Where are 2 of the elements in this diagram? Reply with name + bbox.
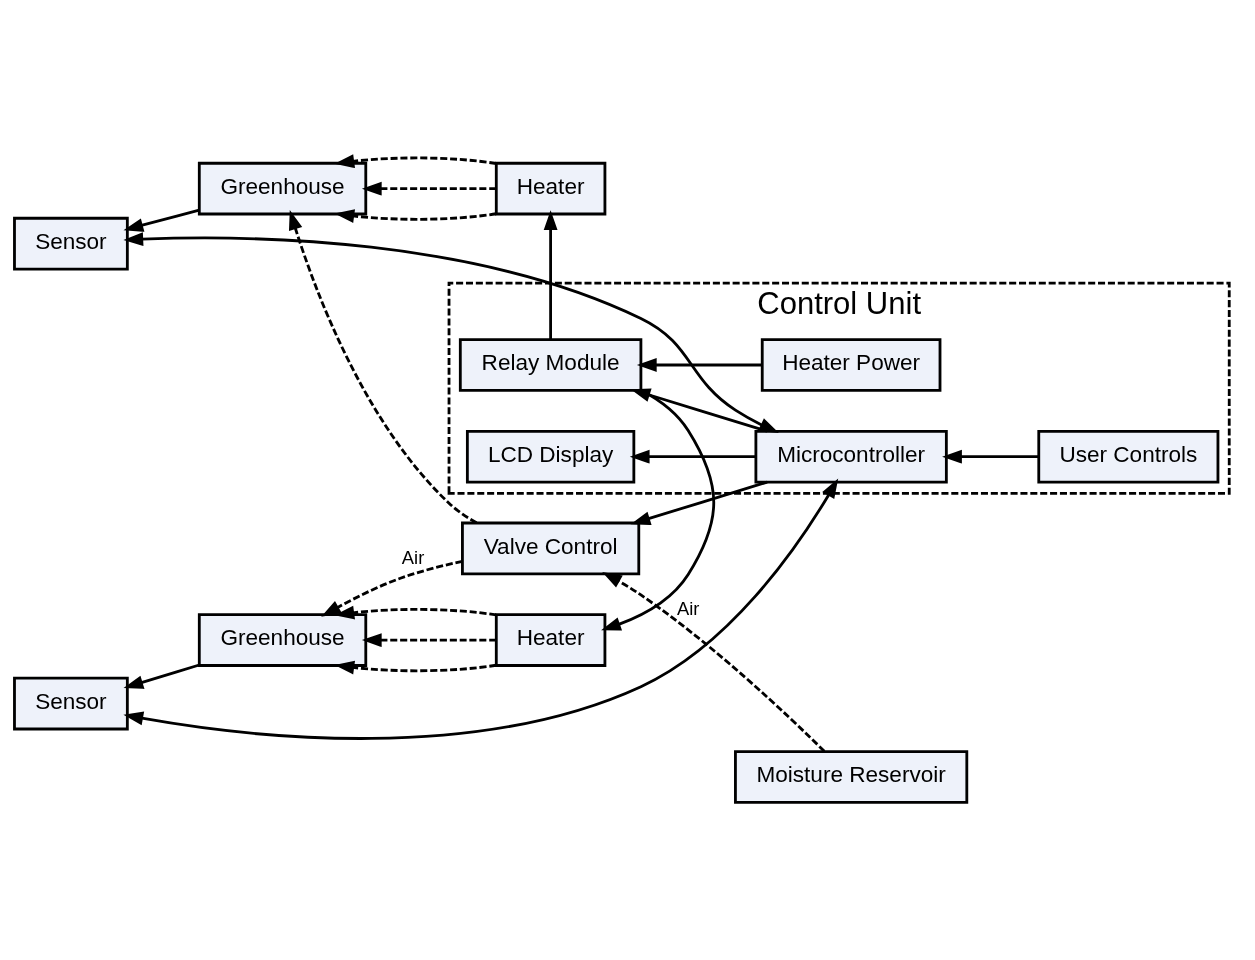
edge-label: Air — [401, 547, 425, 569]
edge-label: Air — [676, 598, 700, 620]
